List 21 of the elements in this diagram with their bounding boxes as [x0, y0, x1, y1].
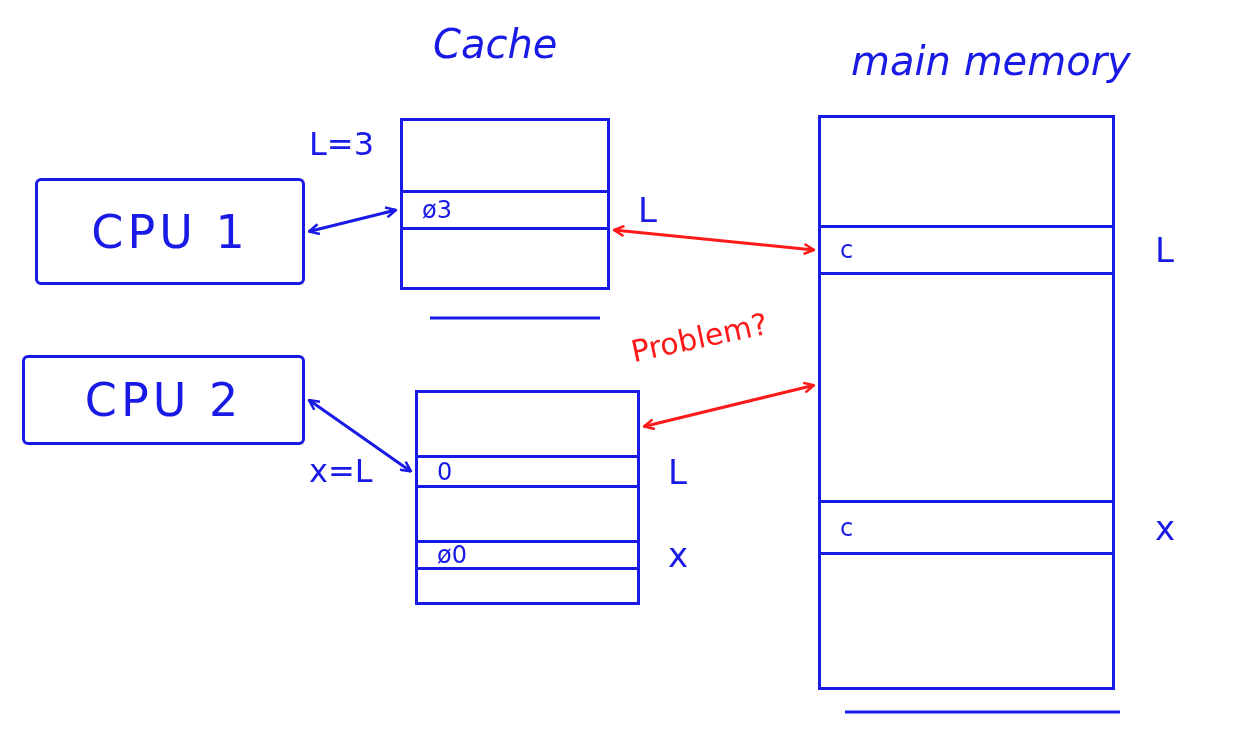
line-tag: L — [1155, 230, 1174, 270]
line-tag: x — [1155, 507, 1176, 548]
cpu-label: CPU 1 — [91, 204, 249, 259]
double-arrow — [307, 398, 413, 473]
double-arrow — [612, 224, 816, 256]
cpu-box — [35, 178, 305, 285]
double-arrow — [642, 381, 816, 431]
heading: Cache — [433, 21, 558, 67]
line-tag: x — [668, 535, 689, 575]
note: Problem? — [627, 306, 771, 369]
heading: main memory — [851, 38, 1131, 84]
cell-value: c — [839, 236, 854, 264]
cell-value: c — [839, 513, 854, 542]
cell-value: ø3 — [421, 196, 452, 224]
line-tag: L — [638, 190, 657, 230]
cpu-box — [22, 355, 305, 445]
line-tag: L — [668, 451, 687, 492]
cell-value: 0 — [436, 457, 453, 486]
cell-value: ø0 — [436, 541, 467, 569]
cpu-label: CPU 2 — [84, 373, 243, 427]
double-arrow — [307, 206, 398, 236]
